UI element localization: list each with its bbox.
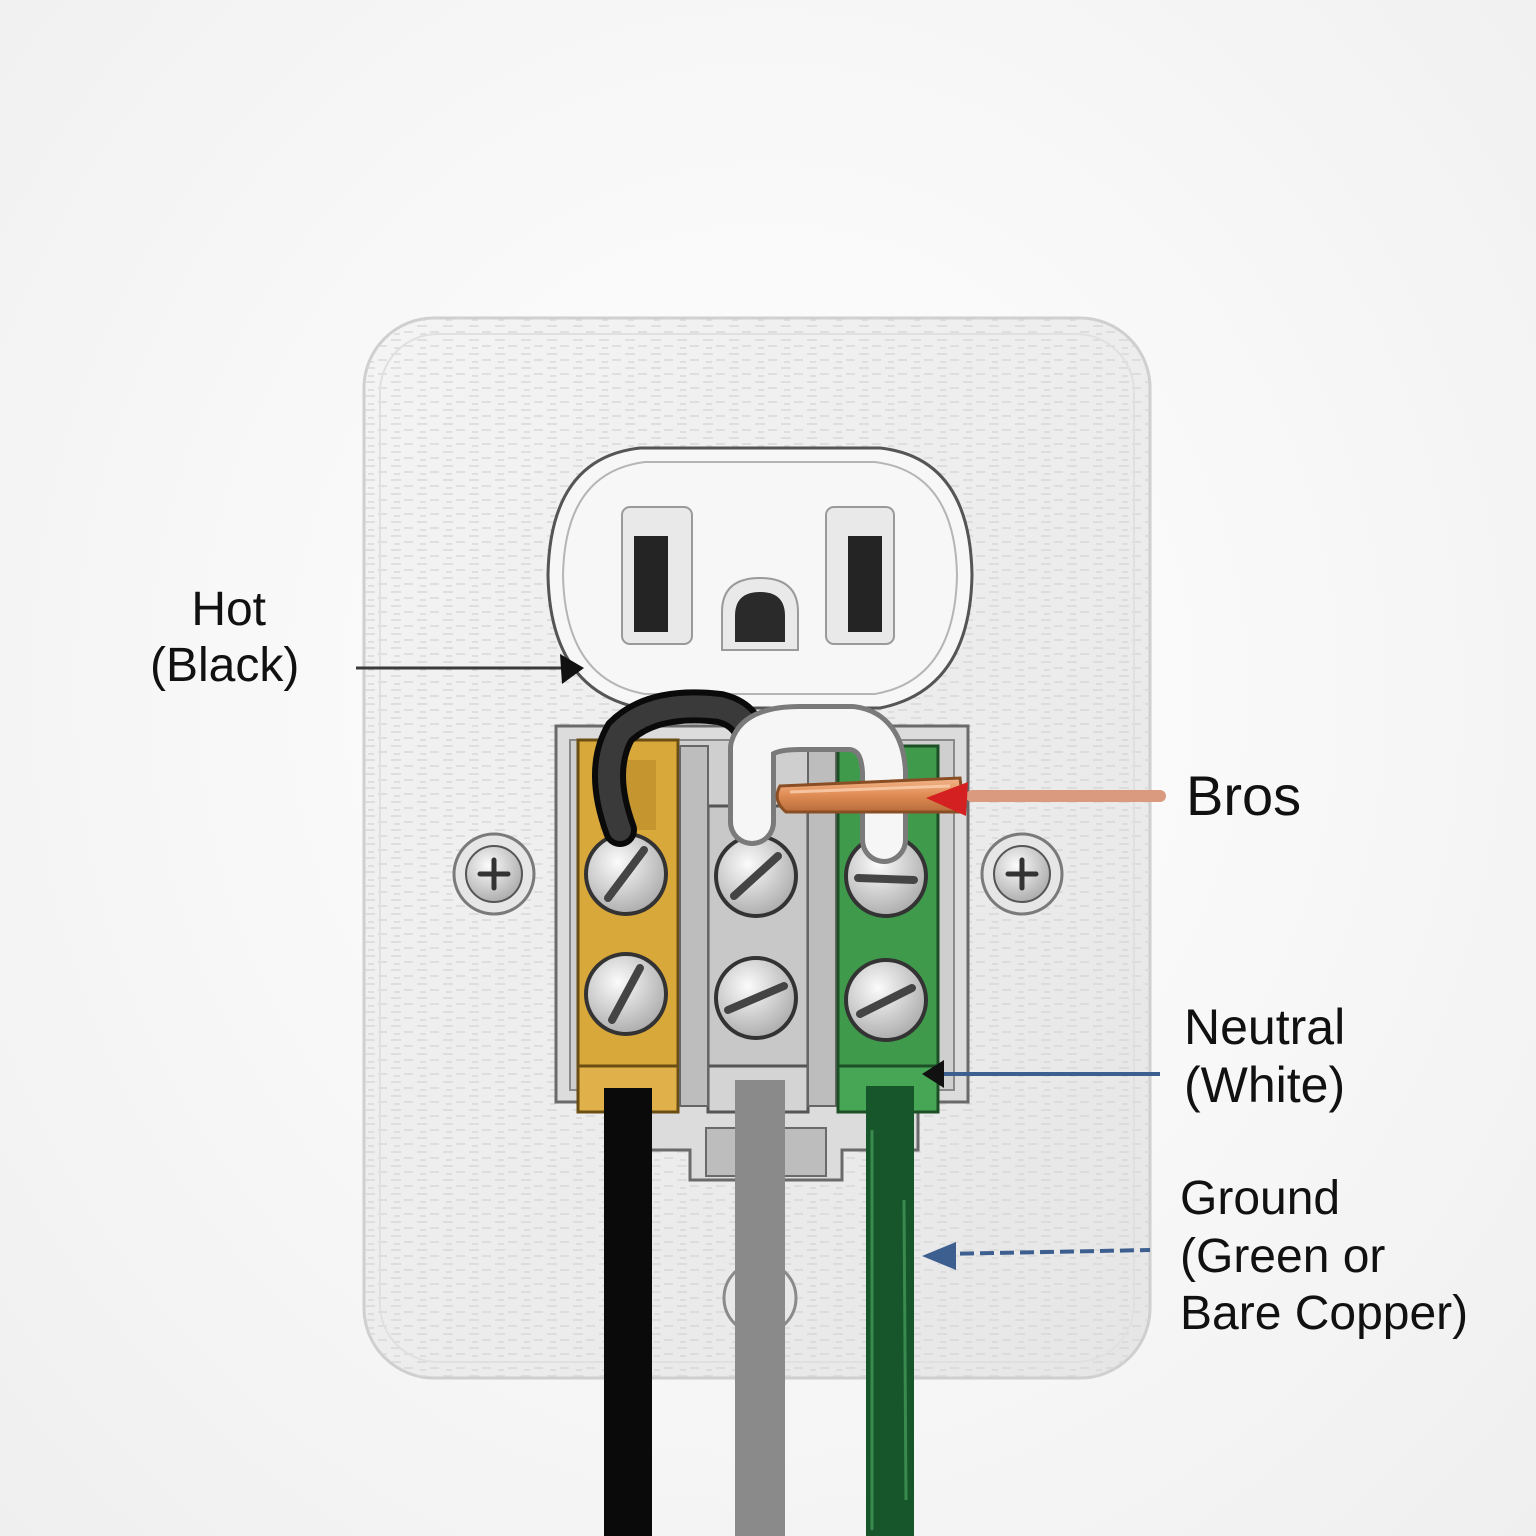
terminal-screws <box>584 832 928 1042</box>
brass-terminal <box>576 738 680 1114</box>
right-mounting-screw <box>980 832 1064 916</box>
hot-label-line2: (Black) <box>150 638 300 692</box>
ground-label-line2: (Green or <box>1180 1229 1386 1283</box>
hot-label-line1: Hot <box>191 583 267 636</box>
ground-label: Ground (Green or Bare Copper) <box>1180 1170 1468 1343</box>
neutral-label-line2: (White) <box>1184 1057 1346 1113</box>
ground-leader <box>922 1242 1151 1270</box>
bros-leader <box>926 782 1166 816</box>
hot-lower-screw <box>584 952 668 1036</box>
neutral-lower-screw <box>714 956 798 1040</box>
bros-label: Bros <box>1186 764 1301 829</box>
hot-slot <box>621 506 693 645</box>
ground-upper-screw <box>844 834 928 918</box>
ground-wire <box>866 1086 914 1536</box>
hot-wire <box>592 689 769 1536</box>
ground-label-line1: Ground <box>1180 1172 1341 1225</box>
copper-wire <box>775 776 966 814</box>
neutral-label-line1: Neutral <box>1184 999 1346 1055</box>
ground-label-line3: Bare Copper) <box>1180 1287 1469 1341</box>
hot-leader <box>356 654 584 684</box>
ground-hole <box>721 576 799 651</box>
neutral-leader <box>922 1060 1160 1088</box>
hot-upper-screw <box>584 832 668 916</box>
ground-lower-screw <box>844 958 928 1042</box>
hot-label: Hot (Black) <box>150 582 299 693</box>
neutral-label: Neutral (White) <box>1184 998 1345 1114</box>
neutral-wire <box>728 704 908 1536</box>
bros-label-line1: Bros <box>1186 764 1302 827</box>
neutral-upper-screw <box>714 834 798 918</box>
left-mounting-screw <box>452 832 536 916</box>
neutral-slot <box>825 506 895 645</box>
